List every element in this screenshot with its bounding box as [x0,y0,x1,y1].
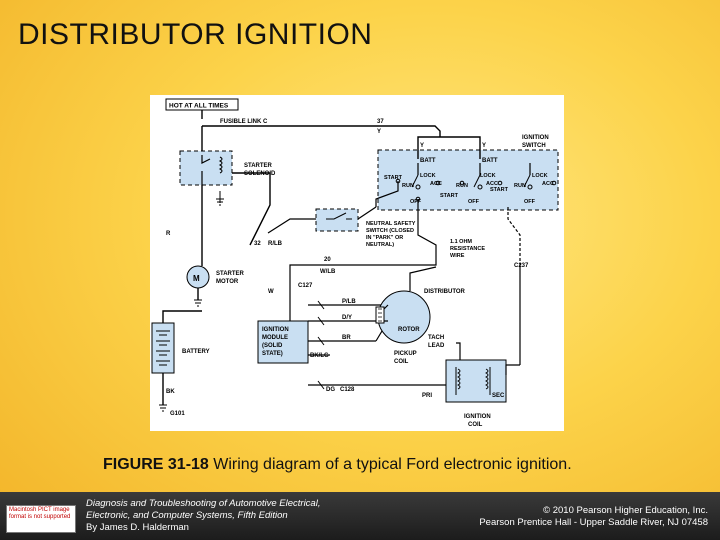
wire-switch-feed [417,136,481,159]
label-run2: RUN [456,183,468,189]
label-distributor: DISTRIBUTOR [424,289,466,295]
footer-bar [0,492,720,540]
slide-title: DISTRIBUTOR IGNITION [18,18,373,51]
copyright-line-1: © 2010 Pearson Higher Education, Inc. [543,505,708,516]
label-acc2: ACC [486,181,498,187]
label-c128: C128 [340,387,355,393]
label-starter-solenoid-1: STARTER [244,163,273,169]
label-batt1: BATT [420,158,436,164]
label-pri: PRI [422,393,432,399]
label-starter-motor-1: STARTER [216,271,245,277]
label-w: W [268,289,274,295]
ignition-module [257,320,309,364]
label-tach-1: TACH [428,335,444,341]
copyright: © 2010 Pearson Higher Education, Inc. Pe… [408,505,708,529]
label-starter-solenoid-2: SOLENOID [244,171,276,177]
label-starter-motor-2: MOTOR [216,279,239,285]
label-start3: START [490,187,509,193]
label-batt2: BATT [482,158,498,164]
label-battery: BATTERY [182,349,210,355]
book-line-2: Electronic, and Computer Systems, Fifth … [86,510,288,521]
label-tach-2: LEAD [428,343,445,349]
label-nss-1: NEUTRAL SAFETY [366,221,416,227]
label-lock1: LOCK [420,173,436,179]
copyright-line-2: Pearson Prentice Hall - Upper Saddle Riv… [479,517,708,528]
label-br: BR [342,335,351,341]
label-dg: DG [326,387,335,393]
label-ign-coil-2: COIL [468,422,483,428]
label-r: R [166,231,171,237]
label-c237: C237 [514,263,529,269]
label-20: 20 [324,257,331,263]
book-line-3: By James D. Halderman [86,522,189,533]
label-y1: Y [377,129,381,135]
label-plb: P/LB [342,299,356,305]
label-37: 37 [377,119,384,125]
label-pickup-2: COIL [394,359,409,365]
label-ign-switch-1: IGNITION [522,135,549,141]
label-fusible: FUSIBLE LINK C [220,119,268,125]
label-off2: OFF [468,199,480,205]
label-ign-module-3: (SOLID [262,343,283,349]
wire-main-bus [201,110,441,155]
label-sec: SEC [492,393,505,399]
wiring-diagram-svg: HOT AT ALL TIMES FUSIBLE LINK C 37 Y IGN… [151,98,559,428]
label-off1: OFF [410,199,422,205]
label-ign-switch-2: SWITCH [522,143,546,149]
label-run1: RUN [402,183,414,189]
label-lock3: LOCK [532,173,548,179]
label-lock2: LOCK [480,173,496,179]
label-ign-module-4: STATE) [262,351,283,357]
neutral-safety-switch [315,208,359,232]
wiring-diagram: HOT AT ALL TIMES FUSIBLE LINK C 37 Y IGN… [150,95,564,431]
distributor [377,290,431,344]
starter-solenoid [179,150,233,186]
svg-text:M: M [193,274,200,283]
label-acc3: ACC [542,181,554,187]
book-line-1: Diagnosis and Troubleshooting of Automot… [86,498,321,509]
label-g101: G101 [170,411,185,417]
label-wlb: W/LB [320,269,336,275]
figure-caption: FIGURE 31-18 Wiring diagram of a typical… [103,456,663,474]
label-pickup-1: PICKUP [394,351,417,357]
label-ign-module-2: MODULE [262,335,288,341]
label-res-3: WIRE [450,253,465,259]
label-nss-4: NEUTRAL) [366,242,394,248]
label-hot: HOT AT ALL TIMES [169,103,229,110]
label-res-2: RESISTANCE [450,246,485,252]
label-nss-2: SWITCH (CLOSED [366,228,414,234]
label-res-1: 1.1 OHM [450,239,472,245]
label-bk: BK [166,389,175,395]
label-32: 32 [254,241,261,247]
caption-text: Wiring diagram of a typical Ford electro… [208,456,572,473]
label-ign-coil-1: IGNITION [464,414,491,420]
pict-placeholder-image: Macintosh PICT image format is not suppo… [6,505,76,533]
label-off3: OFF [524,199,536,205]
label-start2: START [440,193,459,199]
label-c127: C127 [298,283,313,289]
label-y2: Y [420,143,424,149]
label-run3: RUN [514,183,526,189]
label-dy: D/Y [342,315,352,321]
label-ign-module-1: IGNITION [262,327,289,333]
label-bklg: BK/LG [310,353,329,359]
book-citation: Diagnosis and Troubleshooting of Automot… [86,498,386,534]
label-rlb: R/LB [268,241,283,247]
label-nss-3: IN "PARK" OR [366,235,403,241]
label-y3: Y [482,143,486,149]
label-start1: START [384,175,403,181]
caption-label: FIGURE 31-18 [103,456,209,473]
label-rotor: ROTOR [398,327,420,333]
